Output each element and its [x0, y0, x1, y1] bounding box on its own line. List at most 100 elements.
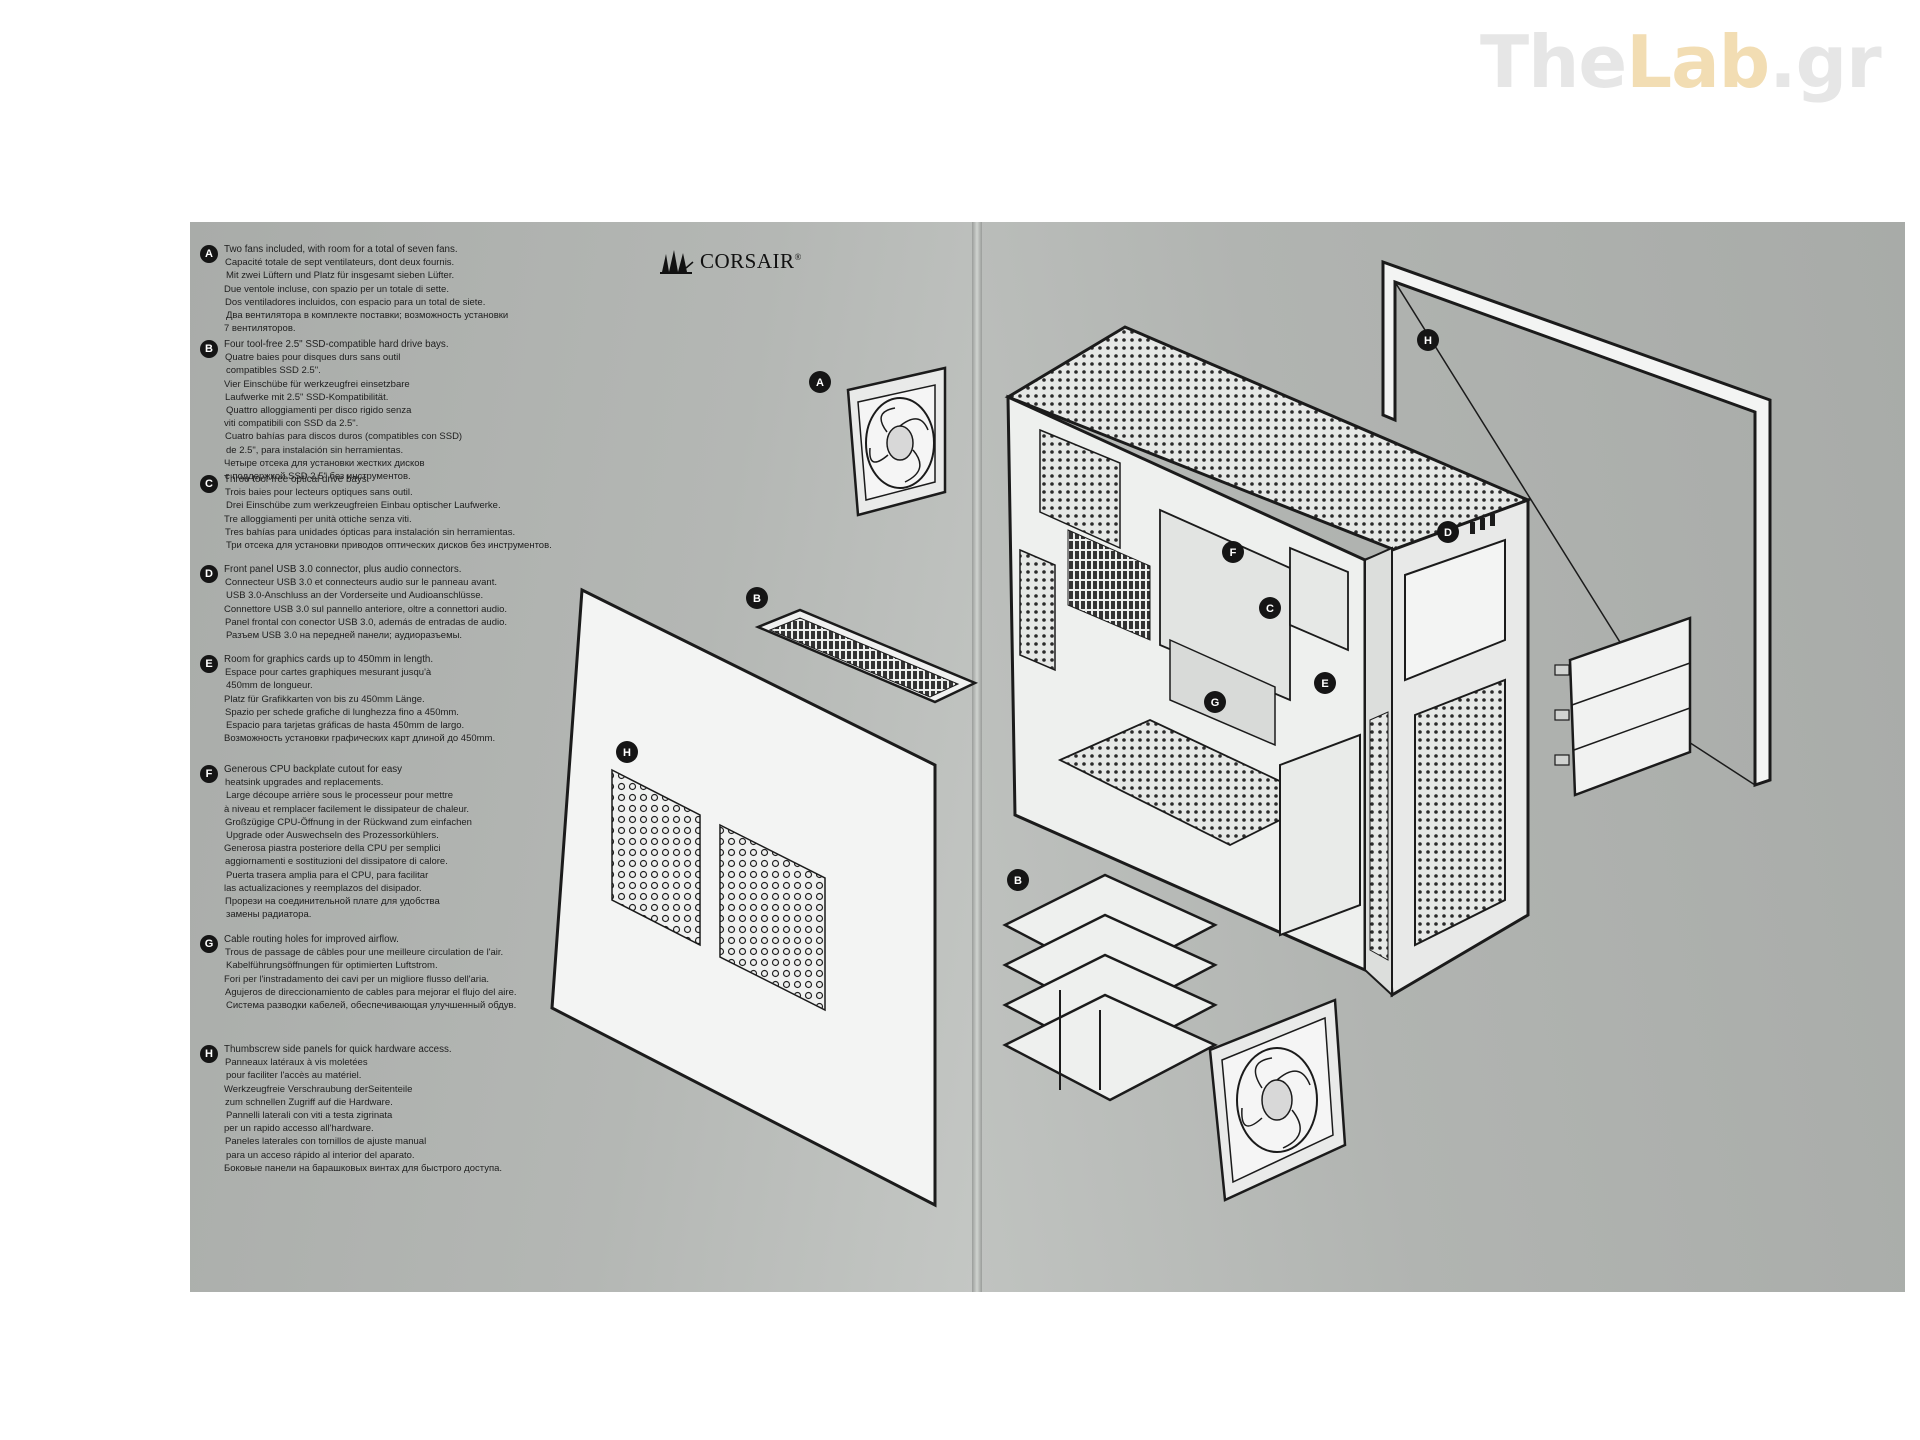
feature-text-line: compatibles SSD 2.5".: [226, 365, 321, 377]
feature-text-line: Large découpe arrière sous le processeur…: [226, 790, 454, 802]
feature-text-line: 7 вентиляторов.: [224, 323, 296, 335]
callout-front-io-label: D: [1444, 527, 1452, 539]
feature-text-line: Agujeros de direccionamiento de cables p…: [225, 986, 517, 998]
feature-text-line: las actualizaciones y reemplazos del dis…: [224, 882, 422, 894]
feature-text-line: Cuatro bahías para discos duros (compati…: [225, 431, 463, 443]
feature-text-line: Quattro alloggiamenti per disco rigido s…: [226, 405, 412, 417]
feature-text-line: Quatre baies pour disques durs sans outi…: [225, 352, 401, 364]
case-body: [1004, 325, 1532, 998]
feature-text-line: Platz für Grafikkarten von bis zu 450mm …: [224, 693, 425, 705]
feature-text-line: Vier Einschübe für werkzeugfrei einsetzb…: [224, 378, 410, 390]
fan-top: [846, 366, 947, 517]
feature-text-line: zum schnellen Zugriff auf die Hardware.: [225, 1096, 393, 1108]
callout-cpu-cutout-label: F: [1230, 547, 1237, 559]
feature-badge: A: [200, 245, 218, 263]
feature-text-line: Upgrade oder Auswechseln des Prozessorkü…: [226, 830, 439, 842]
feature-text-line: Прорези на соединительной плате для удоб…: [225, 896, 440, 908]
watermark-part-the: The: [1480, 20, 1627, 104]
callout-fan-top-label: A: [816, 377, 824, 389]
feature-text-line: Generous CPU backplate cutout for easy: [224, 764, 403, 775]
feature-text-line: Laufwerke mit 2.5" SSD-Kompatibilität.: [225, 391, 389, 403]
feature-text-line: 450mm de longueur.: [226, 680, 313, 692]
feature-text-line: viti compatibili con SSD da 2.5".: [224, 418, 359, 430]
hdd-cage: [1002, 873, 1218, 1102]
callout-fan-top: A: [809, 371, 831, 393]
callout-optical-label: C: [1266, 603, 1274, 615]
booklet-spine: [972, 222, 982, 1292]
feature-text-line: Spazio per schede grafiche di lunghezza …: [225, 706, 459, 718]
feature-text-line: Боковые панели на барашковых винтах для …: [224, 1162, 503, 1174]
feature-text-line: Два вентилятора в комплекте поставки; во…: [226, 310, 509, 322]
feature-text-line: Fori per l'instradamento dei cavi per un…: [224, 973, 489, 985]
feature-text-line: Paneles laterales con tornillos de ajust…: [225, 1136, 427, 1148]
callout-optical: C: [1259, 597, 1281, 619]
feature-text-line: Connettore USB 3.0 sul pannello anterior…: [224, 603, 508, 615]
feature-text-line: замены радиатора.: [226, 909, 312, 921]
right-side-panel: [1381, 259, 1772, 788]
feature-text-line: Pannelli laterali con viti a testa zigri…: [226, 1110, 393, 1122]
feature-text-line: per un rapido accesso all'hardware.: [224, 1123, 374, 1135]
brand-name-text: CORSAIR: [700, 248, 795, 273]
feature-text-line: Espacio para tarjetas gráficas de hasta …: [226, 720, 465, 732]
feature-text-line: Due ventole incluse, con spazio per un t…: [224, 283, 449, 295]
feature-text-line: Puerta trasera amplia para el CPU, para …: [226, 869, 429, 881]
corsair-logo: CORSAIR®: [660, 248, 802, 274]
feature-text-line: Trois baies pour lecteurs optiques sans …: [225, 487, 413, 499]
feature-text-line: Generosa piastra posteriore della CPU pe…: [224, 843, 441, 855]
watermark-part-lab: Lab: [1626, 20, 1770, 104]
feature-text-line: Tre alloggiamenti per unità ottiche senz…: [224, 513, 412, 525]
feature-text-line: USB 3.0-Anschluss an der Vorderseite und…: [226, 590, 484, 602]
callout-hdd-cage: B: [1007, 869, 1029, 891]
sails-icon: [660, 250, 694, 274]
feature-text-line: Espace pour cartes graphiques mesurant j…: [225, 667, 432, 679]
callout-front-io: D: [1437, 521, 1459, 543]
feature-text-line: Connecteur USB 3.0 et connecteurs audio …: [225, 577, 497, 589]
feature-text-line: Panel frontal con conector USB 3.0, adem…: [225, 616, 508, 628]
callout-side-panel-left: H: [616, 741, 638, 763]
feature-text-line: Kabelführungsöffnungen für optimierten L…: [226, 960, 438, 972]
feature-text-line: Cable routing holes for improved airflow…: [224, 934, 399, 945]
feature-text-line: Trous de passage de câbles pour une meil…: [225, 947, 504, 959]
feature-text-line: Возможность установки графических карт д…: [224, 733, 496, 745]
brand-reg-mark: ®: [794, 251, 802, 262]
feature-text-line: Panneaux latéraux à vis moletées: [225, 1057, 368, 1069]
callout-cable-holes: G: [1204, 691, 1226, 713]
feature-text-line: Три отсека для установки приводов оптиче…: [226, 540, 552, 552]
feature-text-line: Capacité totale de sept ventilateurs, do…: [225, 257, 455, 269]
feature-text-line: à niveau et remplacer facilement le diss…: [224, 803, 470, 815]
callout-cpu-cutout: F: [1222, 541, 1244, 563]
feature-badge: E: [200, 655, 218, 673]
feature-text-line: Three tool-free optical drive bays.: [224, 474, 370, 485]
watermark-part-gr: .gr: [1769, 20, 1881, 104]
feature-badge: H: [200, 1045, 218, 1063]
feature-text-line: Drei Einschübe zum werkzeugfreien Einbau…: [226, 500, 501, 512]
feature-text-line: Разъем USB 3.0 на передней панели; аудио…: [226, 630, 463, 642]
watermark: TheLab.gr: [1480, 20, 1882, 104]
feature-text-line: Thumbscrew side panels for quick hardwar…: [224, 1044, 452, 1055]
left-side-panel: [550, 587, 937, 1208]
callout-side-panel-right-label: H: [1424, 335, 1432, 347]
feature-text-line: de 2.5", para instalación sin herramient…: [226, 444, 404, 456]
feature-text-line: Room for graphics cards up to 450mm in l…: [224, 654, 434, 665]
callout-filter: B: [746, 587, 768, 609]
feature-text-line: Dos ventiladores incluidos, con espacio …: [225, 296, 486, 308]
feature-text-line: Система разводки кабелей, обеспечивающая…: [226, 1000, 517, 1012]
dust-filter: [754, 608, 979, 704]
feature-badge: G: [200, 935, 218, 953]
feature-text-line: Tres bahías para unidades ópticas para i…: [225, 526, 516, 538]
feature-text-line: heatsink upgrades and replacements.: [225, 777, 384, 789]
feature-text-line: pour faciliter l'accès au matériel.: [226, 1070, 362, 1082]
optical-bay-tray: [1554, 616, 1692, 797]
callout-cable-holes-label: G: [1211, 697, 1220, 709]
feature-badge: B: [200, 340, 218, 358]
callout-side-panel-right: H: [1417, 329, 1439, 351]
feature-text-line: aggiornamenti e sostituzioni del dissipa…: [225, 856, 448, 868]
callout-gpu-label: E: [1321, 678, 1328, 690]
feature-badge: F: [200, 765, 218, 783]
callout-side-panel-left-label: H: [623, 747, 631, 759]
feature-text-line: с поддержкой SSD 2.5" без инструментов.: [225, 471, 411, 483]
feature-text-line: Four tool-free 2.5" SSD-compatible hard …: [224, 339, 449, 350]
brand-name: CORSAIR®: [700, 249, 802, 274]
